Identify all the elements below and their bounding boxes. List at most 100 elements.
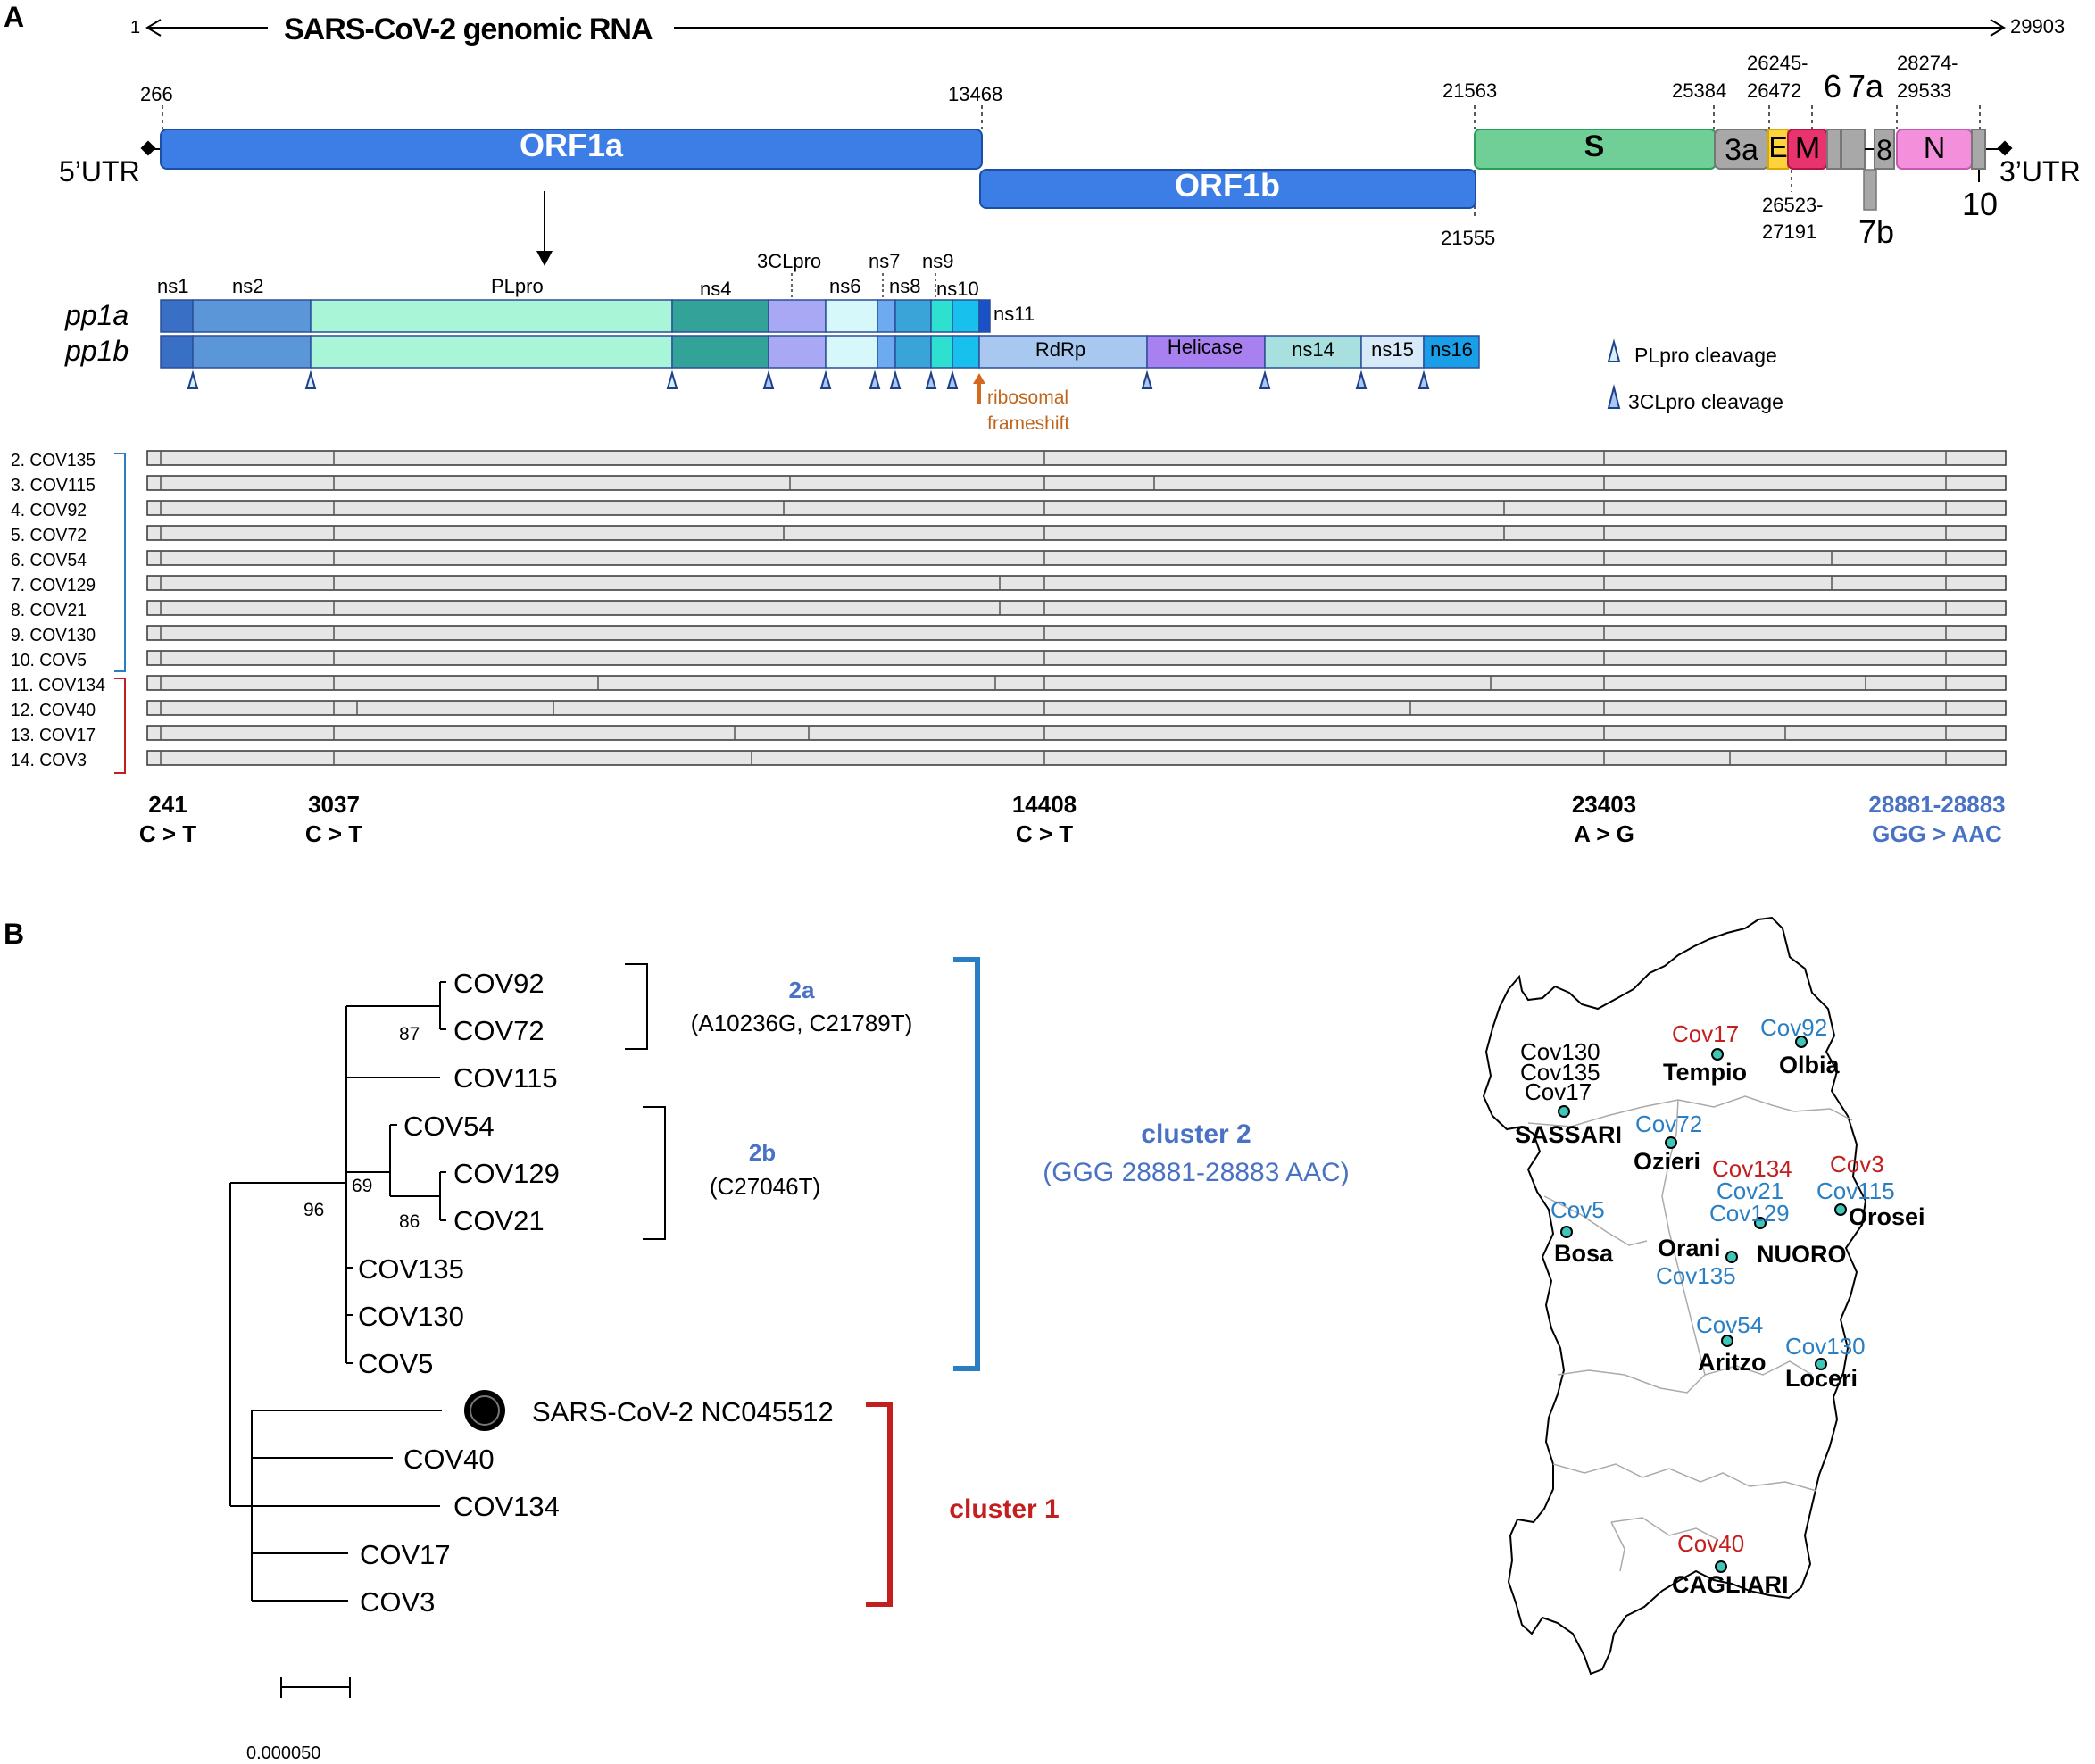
leaf-label: COV17 xyxy=(360,1539,451,1570)
map-sample-cluster1: Cov17 xyxy=(1672,1020,1739,1047)
city-dot xyxy=(1754,1217,1767,1229)
panel-b-label: B xyxy=(4,918,24,950)
gene-7a-label: 7a xyxy=(1848,68,1884,104)
cluster-1-name: cluster 1 xyxy=(949,1494,1059,1524)
legend-plpro: PLpro cleavage xyxy=(1634,344,1777,367)
map-sample-labels: Cov17 Cov134 Cov3 Cov40 Cov92 Cov72 Cov2… xyxy=(1520,1014,1895,1557)
3clpro-cleavage-icon xyxy=(869,370,881,389)
pp1b-bar xyxy=(160,335,1480,369)
coord-orf1b-end: 21555 xyxy=(1441,227,1495,249)
sample-bar xyxy=(146,475,2007,491)
city-name: Loceri xyxy=(1785,1365,1858,1392)
utr3-marker xyxy=(1997,140,2013,156)
cluster-2-bracket xyxy=(953,957,980,1371)
sample-label: 3. COV115 xyxy=(11,476,96,495)
map-sample-cluster2: Cov129 xyxy=(1709,1200,1790,1227)
sample-bar xyxy=(146,675,2007,691)
city-dot xyxy=(1725,1251,1738,1263)
plpro-legend-icon xyxy=(1607,338,1621,362)
map-sample-cluster2: Cov130 xyxy=(1785,1333,1866,1360)
map-sample-north: Cov17 xyxy=(1525,1078,1592,1105)
map-sample-cluster2: Cov54 xyxy=(1696,1311,1763,1338)
scale-label: 0.000050 xyxy=(246,1743,320,1763)
gene-6 xyxy=(1826,129,1841,170)
map-sample-cluster2: Cov115 xyxy=(1816,1177,1895,1204)
city-name: Orosei xyxy=(1849,1203,1925,1230)
subclade-2a-mutations: (A10236G, C21789T) xyxy=(691,1010,913,1036)
plpro-cleavage-icon xyxy=(187,370,199,389)
sample-label: 8. COV21 xyxy=(11,601,87,620)
sample-bar xyxy=(146,575,2007,591)
cluster-2-name: cluster 2 xyxy=(1141,1119,1251,1149)
gene-7a xyxy=(1841,129,1866,170)
mutation-position: 241 xyxy=(148,791,187,818)
coord-m-range-2: 27191 xyxy=(1762,220,1816,243)
3clpro-legend-icon xyxy=(1607,384,1621,409)
city-dot xyxy=(1560,1226,1573,1238)
genome-start: 1 xyxy=(130,18,140,37)
gene-n-label: N xyxy=(1924,131,1946,165)
gene-10 xyxy=(1971,129,1986,170)
map-sample-north: Cov135 xyxy=(1520,1059,1600,1086)
city-dot xyxy=(1711,1048,1724,1061)
pp1b-domain-labels: RdRp Helicase ns14 ns15 ns16 xyxy=(1035,336,1473,361)
sample-label: 5. COV72 xyxy=(11,526,87,545)
mutation-position: 23403 xyxy=(1572,791,1636,818)
city-name: Aritzo xyxy=(1698,1349,1767,1376)
label-ns7: ns7 xyxy=(869,250,900,272)
sample-bar xyxy=(146,600,2007,616)
leaf-label: SARS-CoV-2 NC045512 xyxy=(532,1396,834,1427)
3clpro-cleavage-icon xyxy=(1355,370,1368,389)
city-dot xyxy=(1815,1358,1827,1370)
mutation-position: 3037 xyxy=(308,791,360,818)
3clpro-cleavage-icon xyxy=(1141,370,1153,389)
sample-bar xyxy=(146,625,2007,641)
label-3clpro: 3CLpro xyxy=(757,250,821,272)
frameshift-label-2: frameshift xyxy=(987,413,1069,434)
legend-3clpro: 3CLpro cleavage xyxy=(1628,390,1783,413)
gene-orf1a-label: ORF1a xyxy=(520,127,624,163)
label-ns1: ns1 xyxy=(157,275,188,297)
map-sample-north: Cov130 xyxy=(1520,1038,1600,1065)
subclade-2b-bracket xyxy=(643,1106,666,1240)
sample-label: 7. COV129 xyxy=(11,576,96,595)
sample-bar xyxy=(146,525,2007,541)
gene-s-label: S xyxy=(1584,129,1605,163)
mutation-position: 28881-28883 xyxy=(1868,791,2005,818)
gene-orf1a xyxy=(160,129,983,170)
map-sample-cluster2: Cov135 xyxy=(1656,1262,1736,1289)
coord-n-range-1: 28274- xyxy=(1897,52,1958,74)
utr3-label: 3’UTR xyxy=(1999,155,2081,187)
subclade-2b-mutations: (C27046T) xyxy=(710,1173,820,1200)
coord-e-range-2: 26472 xyxy=(1747,79,1801,102)
sample-label: 11. COV134 xyxy=(11,676,105,695)
gene-6-label: 6 xyxy=(1824,68,1841,104)
map-sample-cluster2: Cov72 xyxy=(1635,1111,1702,1137)
map-sample-cluster1: Cov3 xyxy=(1830,1151,1884,1177)
pp1a-label: pp1a xyxy=(64,299,129,331)
city-name: Ozieri xyxy=(1634,1148,1700,1175)
cluster-2-note: (GGG 28881-28883 AAC) xyxy=(1043,1158,1350,1187)
sample-bar xyxy=(146,500,2007,516)
bootstrap-value: 69 xyxy=(352,1176,372,1196)
label-ns9: ns9 xyxy=(922,250,953,272)
bootstrap-value: 87 xyxy=(399,1024,420,1044)
coord-orf1a-end: 13468 xyxy=(948,83,1002,105)
leaf-label: COV54 xyxy=(403,1111,495,1142)
pp1b-label: pp1b xyxy=(64,335,129,367)
genome-axis xyxy=(145,19,2006,37)
coord-orf1a-start: 266 xyxy=(140,83,173,105)
polyprotein-label-ticks xyxy=(791,273,936,298)
frameshift-arrow-icon xyxy=(973,373,985,384)
label-plpro: PLpro xyxy=(491,275,544,297)
label-ns2: ns2 xyxy=(232,275,263,297)
coord-s-start: 21563 xyxy=(1442,79,1497,102)
map-sample-cluster2: Cov92 xyxy=(1760,1014,1827,1041)
leaf-label: COV21 xyxy=(453,1205,545,1236)
city-dot xyxy=(1834,1203,1847,1216)
label-ns16: ns16 xyxy=(1430,338,1473,361)
3clpro-cleavage-icon xyxy=(946,370,959,389)
sample-alignment-bars xyxy=(146,450,2007,766)
leaf-label: COV115 xyxy=(453,1062,558,1094)
